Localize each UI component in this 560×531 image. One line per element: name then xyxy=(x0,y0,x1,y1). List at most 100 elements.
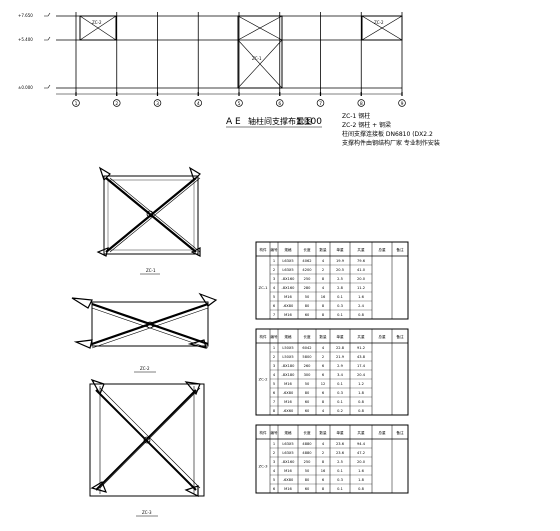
table-cell: 0.1 xyxy=(337,295,343,299)
table-cell: 20.4 xyxy=(357,373,366,377)
table-cell: 300 xyxy=(304,373,312,377)
table-cell: 12 xyxy=(321,382,326,386)
table-member-label: ZC-3 xyxy=(258,464,268,469)
table-cell: -8X180 xyxy=(282,373,296,377)
detail-zc1-frame xyxy=(103,175,199,255)
table-cell: 8 xyxy=(322,277,325,281)
table-header-cell: 单重 xyxy=(336,334,344,339)
table-cell: 0.3 xyxy=(337,391,343,395)
brace-zc2-right-frame xyxy=(361,15,403,41)
table-cell: 60 xyxy=(305,400,310,404)
table-cell: 0.8 xyxy=(358,400,364,404)
axis-bubble-7 xyxy=(316,99,325,107)
table-header-cell: 编号 xyxy=(270,247,278,252)
brace-label-zc2-left: ZC-2 xyxy=(92,20,102,25)
table-cell: 80 xyxy=(305,304,310,308)
table-border xyxy=(255,241,409,320)
table-cell: 50 xyxy=(305,469,310,473)
table-header-cell: 编号 xyxy=(270,334,278,339)
table-cell: 4 xyxy=(322,409,325,413)
detail-zc3-center-node xyxy=(143,436,151,444)
table-cell: 3 xyxy=(273,277,275,281)
table-cell: 8 xyxy=(322,313,325,317)
table-cell: -6X80 xyxy=(283,478,294,482)
table-cell: 8 xyxy=(322,304,325,308)
table-header-cell: 长度 xyxy=(303,430,311,435)
table-cell: 7 xyxy=(273,400,275,404)
table-cell: 7 xyxy=(273,313,275,317)
table-cell: 5 xyxy=(273,382,275,386)
table-cell: 23.6 xyxy=(336,442,345,446)
detail-zc3-label: ZC-3 xyxy=(142,510,152,515)
table-cell: 94.4 xyxy=(357,442,366,446)
table-header-cell: 构件 xyxy=(259,247,267,252)
table-cell: L63X5 xyxy=(282,451,293,455)
table-cell: 6 xyxy=(273,304,276,308)
table-cell: 60 xyxy=(305,313,310,317)
table-header-cell: 总重 xyxy=(378,430,386,435)
table-cell: 0.1 xyxy=(337,313,343,317)
brace-zc2-right-diag-2 xyxy=(361,15,403,41)
table-cell: 0.3 xyxy=(337,304,343,308)
axis-label-8: 8 xyxy=(360,101,363,107)
detail-zc1-inner xyxy=(107,179,195,251)
detail-zc1-center-node xyxy=(146,210,154,218)
table-cell: 20.0 xyxy=(357,460,366,464)
detail-zc1-diag-2 xyxy=(105,177,197,253)
table-cell: 1.8 xyxy=(358,391,364,395)
table-cell: 8 xyxy=(322,400,325,404)
table-cell: 0.8 xyxy=(358,313,364,317)
elevation-title-letters: A E xyxy=(226,117,241,127)
table-cell: -8X160 xyxy=(282,460,296,464)
axis-label-6: 6 xyxy=(278,101,281,107)
table-cell: 80 xyxy=(305,478,310,482)
level-label-mid: +5.400 xyxy=(18,37,33,42)
table-cell: 60 xyxy=(305,487,310,491)
table-cell: 11.2 xyxy=(357,286,365,290)
table-cell: 4 xyxy=(322,346,325,350)
table-cell: 2 xyxy=(273,268,275,272)
axis-label-7: 7 xyxy=(319,101,322,107)
note-1: ZC-1 钢柱 xyxy=(342,112,370,120)
table-cell: 2.5 xyxy=(337,277,343,281)
table-cell: 6 xyxy=(322,391,325,395)
detail-zc2-label: ZC-2 xyxy=(140,366,150,371)
table-cell: 4880 xyxy=(302,442,312,446)
table-cell: 4 xyxy=(322,286,325,290)
table-cell: 4200 xyxy=(302,268,312,272)
axis-label-4: 4 xyxy=(197,101,200,107)
table-cell: 4 xyxy=(322,259,325,263)
table-header-cell: 规格 xyxy=(284,247,292,252)
table-header-cell: 总重 xyxy=(378,247,386,252)
table-cell: L63X5 xyxy=(282,259,293,263)
table-cell: 4880 xyxy=(302,451,312,455)
table-cell: 43.8 xyxy=(357,355,366,359)
table-cell: -6X60 xyxy=(283,409,294,413)
table-cell: 2.8 xyxy=(337,286,343,290)
table-cell: L50X5 xyxy=(282,355,293,359)
note-2: ZC-2 钢柱 + 钢梁 xyxy=(342,121,391,129)
detail-zc2-frame xyxy=(91,301,209,347)
detail-zc3-frame xyxy=(89,383,205,497)
table-cell: 0.2 xyxy=(337,409,343,413)
table-cell: 0.1 xyxy=(337,487,343,491)
detail-zc1-gussets xyxy=(96,166,201,257)
table-cell: 1.8 xyxy=(358,478,364,482)
table-cell: 0.1 xyxy=(337,469,343,473)
table-cell: 91.2 xyxy=(357,346,365,350)
